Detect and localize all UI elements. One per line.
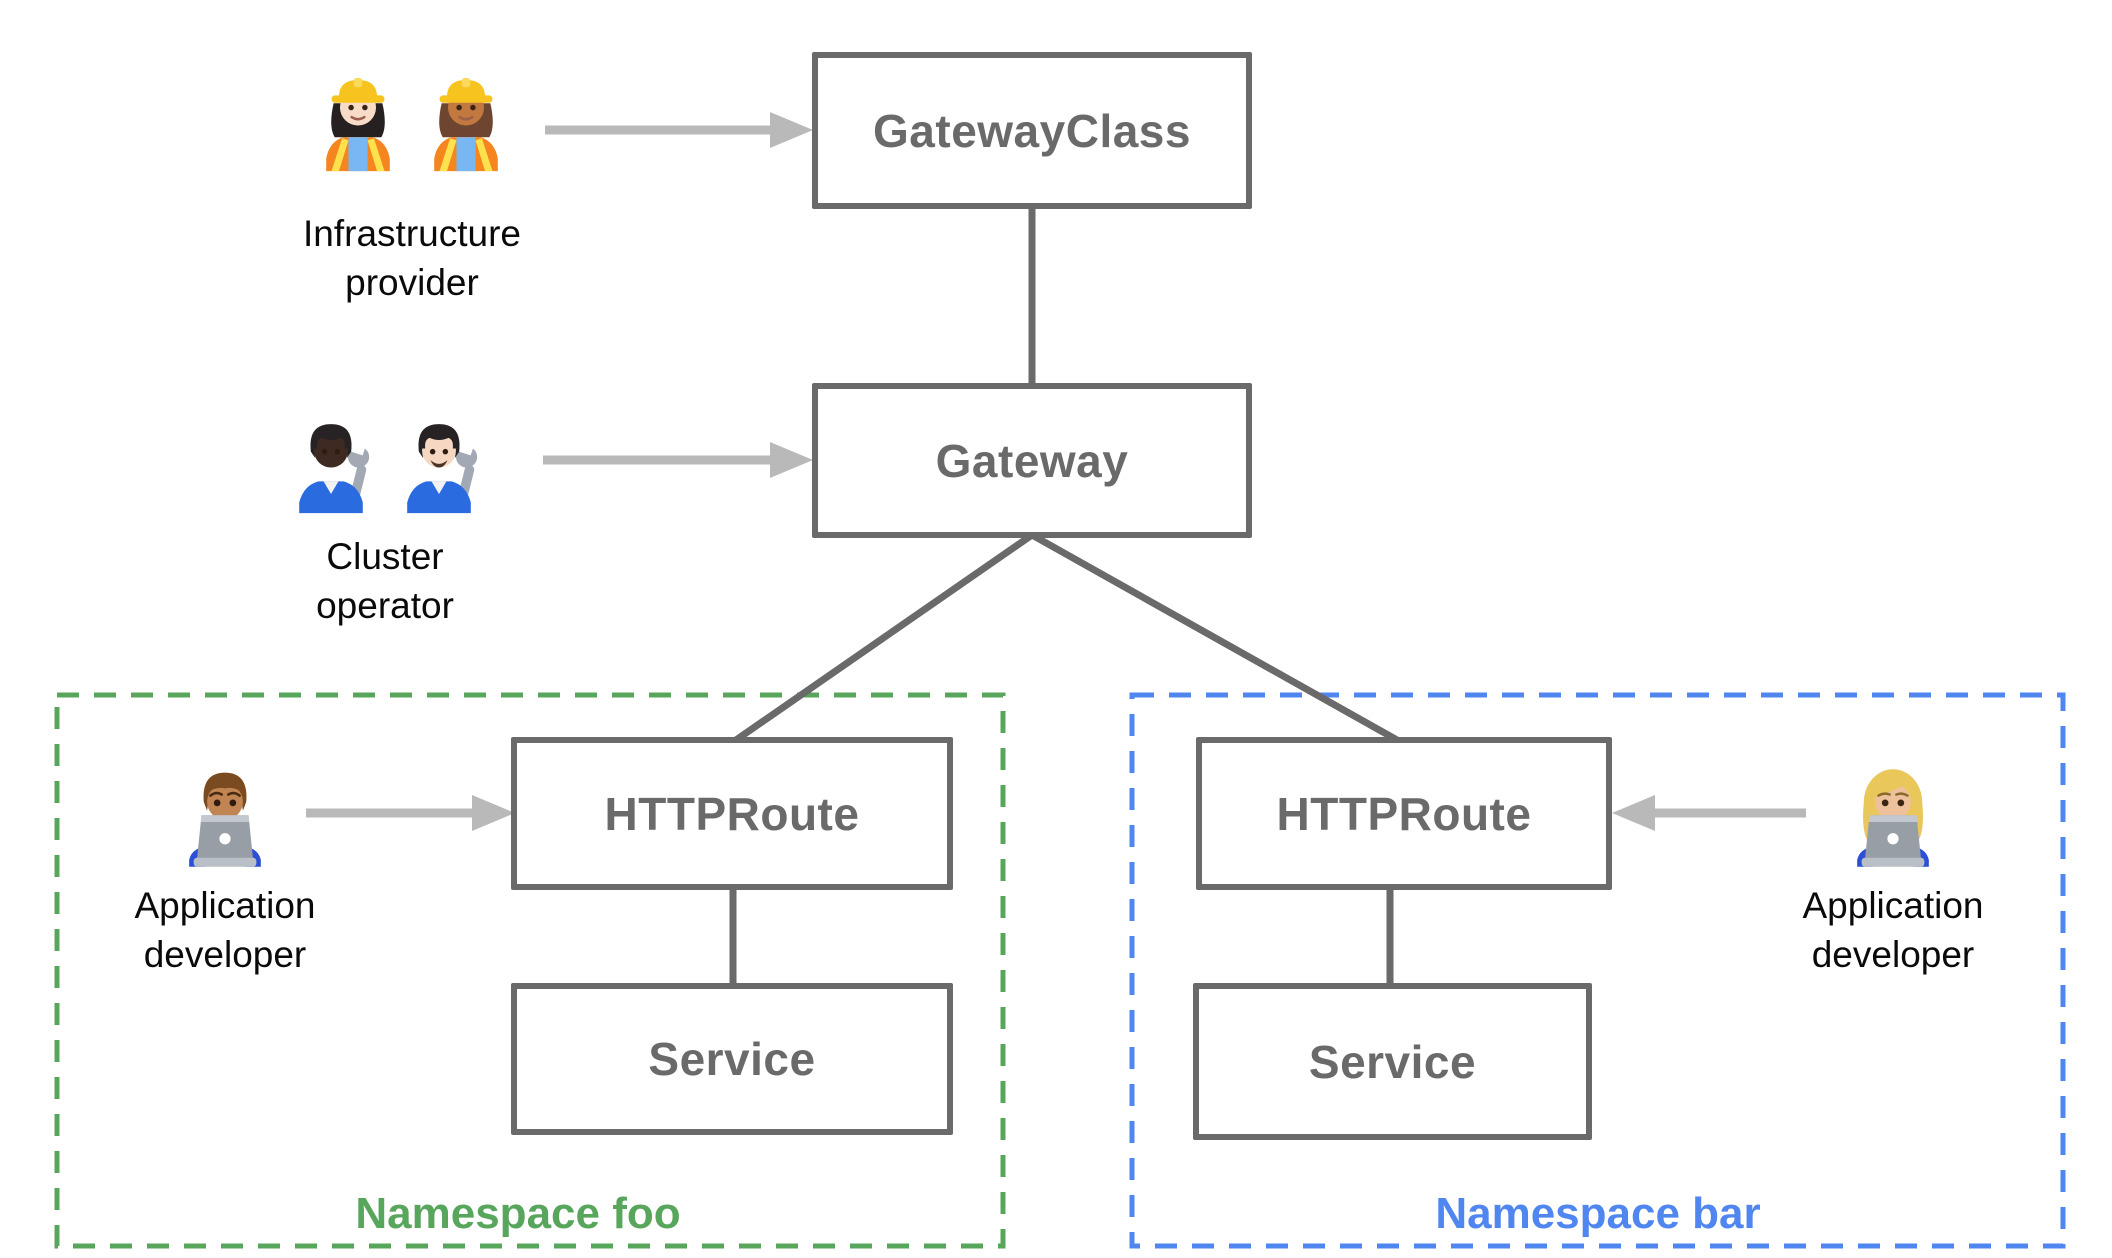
persona-application-developer-foo: Application developer (5, 750, 445, 979)
arrow-cluster-operator (543, 442, 813, 478)
man-mechanic-light-skin-icon (386, 402, 492, 514)
man-technologist-icon (169, 750, 281, 867)
node-httproute-foo: HTTPRoute (511, 737, 953, 890)
persona-label: Infrastructure provider (303, 213, 521, 303)
node-service-foo: Service (511, 983, 953, 1135)
persona-cluster-operator: Cluster operator (165, 402, 605, 630)
arrow-infrastructure-provider (545, 112, 813, 148)
persona-infrastructure-provider: Infrastructure provider (192, 60, 632, 307)
namespace-bar-label: Namespace bar (1435, 1189, 1761, 1238)
node-label: Service (648, 1033, 816, 1085)
node-label: GatewayClass (873, 104, 1191, 157)
edge-gateway-httproute-bar (1030, 531, 1399, 744)
persona-arrows (306, 112, 1806, 831)
node-label: Gateway (935, 434, 1129, 487)
node-gateway: Gateway (812, 383, 1252, 538)
node-httproute-bar: HTTPRoute (1196, 737, 1612, 890)
persona-label: Cluster operator (316, 536, 454, 626)
persona-icons (169, 750, 281, 867)
node-label: Service (1308, 1035, 1477, 1088)
woman-construction-worker-medium-icon (413, 60, 519, 172)
arrowhead-icon (770, 112, 813, 148)
woman-technologist-icon (1837, 750, 1949, 867)
woman-construction-worker-light-icon (305, 60, 411, 172)
node-gatewayclass: GatewayClass (812, 52, 1252, 209)
persona-label: Application developer (1802, 885, 1984, 975)
edge-gateway-httproute-foo (734, 532, 1034, 743)
persona-application-developer-bar: Application developer (1673, 750, 2112, 979)
persona-icons (305, 60, 519, 172)
namespace-bar-boundary (1129, 692, 2066, 1249)
resource-edges (729, 206, 1399, 986)
namespace-foo-boundary (54, 692, 1006, 1249)
node-label: HTTPRoute (604, 787, 860, 840)
arrowhead-icon (770, 442, 813, 478)
arrow-app-developer-bar (1612, 795, 1806, 831)
node-label: HTTPRoute (1276, 787, 1532, 840)
mechanic-dark-skin-icon (278, 402, 384, 514)
namespace-foo-label: Namespace foo (355, 1189, 681, 1238)
node-service-bar: Service (1193, 983, 1592, 1140)
arrow-app-developer-foo (306, 795, 515, 831)
arrowhead-icon (1612, 795, 1655, 831)
persona-icons (278, 402, 492, 514)
persona-icons (1837, 750, 1949, 867)
persona-label: Application developer (134, 885, 316, 975)
arrowhead-icon (472, 795, 515, 831)
